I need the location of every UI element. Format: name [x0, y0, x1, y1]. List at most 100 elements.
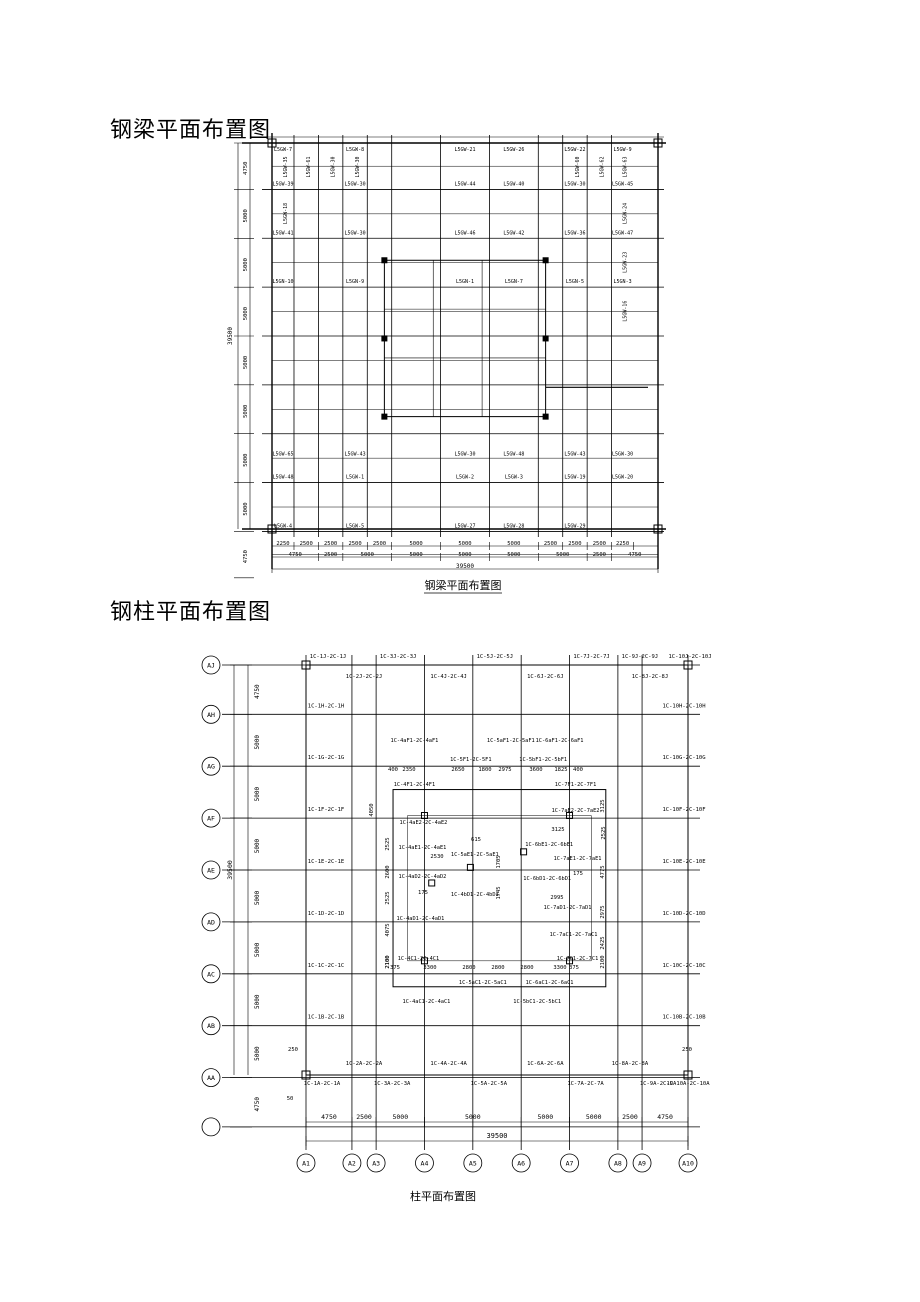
- inner-dim-value: 2100: [600, 955, 606, 968]
- row-axis-label: AB: [207, 1022, 215, 1030]
- beam-label: L5GW-27: [454, 523, 475, 529]
- beam-label: L5GN-3: [614, 279, 632, 285]
- inner-column-label: 1C-7F1-2C-7F1: [555, 782, 596, 788]
- column-label: 1C-7J-2C-7J: [573, 654, 609, 660]
- inner-column: [566, 957, 574, 965]
- dim-value: 5000: [586, 1113, 602, 1121]
- dim-value: 2500: [593, 541, 606, 547]
- column-mark: [381, 257, 388, 264]
- beam-label: L5GW-43: [345, 452, 366, 458]
- column-label: 1C-9A-2C-9A: [640, 1081, 677, 1087]
- inner-dim-value: 375: [569, 965, 579, 971]
- column-label: 1C-1H-2C-1H: [308, 703, 344, 709]
- beam-label: L5GW-36: [564, 230, 585, 236]
- dim-value: 5000: [410, 541, 423, 547]
- dim-value: 5000: [410, 552, 423, 558]
- atrium-outline: [392, 789, 607, 988]
- dim-value: 5000: [458, 541, 471, 547]
- inner-column-label: 1C-6aC1-2C-6aC1: [526, 980, 574, 986]
- beam-label: L5GW-43: [564, 452, 585, 458]
- dim-value: 5000: [538, 1113, 554, 1121]
- column-mark: [542, 257, 549, 264]
- inner-dim-value: 250: [682, 1047, 692, 1053]
- beam-label: L5GN-7: [505, 279, 523, 285]
- axis-bubble: [201, 912, 221, 932]
- beam-label-vertical: L5GW-16: [623, 301, 629, 322]
- dim-value: 5000: [361, 552, 374, 558]
- column-label: 1C-1F-2C-1F: [308, 807, 344, 813]
- inner-dim-value: 250: [288, 1047, 298, 1053]
- column-mark: [542, 413, 549, 420]
- inner-column-label: 1C-4aE1-2C-4aE1: [399, 845, 447, 851]
- inner-column-label: 1C-6bD1-2C-6bD1: [523, 876, 571, 882]
- column-label: 1C-10F-2C-10F: [662, 807, 705, 813]
- beam-label-vertical: L5GW-61: [306, 156, 312, 177]
- dim-value: 5000: [392, 1113, 408, 1121]
- inner-column-label: 1C-5F1-2C-5F1: [450, 757, 491, 763]
- dim-value: 5000: [254, 1046, 261, 1061]
- column-label: 1C-4J-2C-4J: [430, 674, 466, 680]
- beam-label: L5GW-8: [346, 147, 364, 153]
- inner-column-label: 1C-5aF1-2C-5aF1: [487, 738, 535, 744]
- beam-label: L5GW-46: [454, 230, 475, 236]
- beam-label: L5GN-9: [346, 279, 364, 285]
- beam-label-vertical: L5GW-60: [575, 156, 581, 177]
- beam-label: L5GW-29: [564, 523, 585, 529]
- column-label: 1C-10C-2C-10C: [662, 963, 705, 969]
- inner-dim-value: 2650: [451, 767, 464, 773]
- dim-total-vertical: 39500: [226, 860, 234, 880]
- corner-column: [653, 524, 663, 534]
- inner-dim-value: 2525: [601, 826, 607, 839]
- dim-value: 4750: [628, 552, 641, 558]
- column-label: 1C-10J-2C-10J: [668, 654, 711, 660]
- corner-column: [683, 1070, 693, 1080]
- inner-dim-value: 2800: [491, 965, 504, 971]
- axis-bubble: [201, 756, 221, 776]
- beam-label: L5GW-41: [272, 230, 293, 236]
- dim-value: 2500: [373, 541, 386, 547]
- axis-bubble: [342, 1153, 362, 1173]
- axis-bubble: [201, 1068, 221, 1087]
- inner-dim-value: 2600: [385, 865, 391, 878]
- inner-column-label: 1C-7aE2-2C-7aE2: [552, 808, 600, 814]
- beam-label-vertical: L5GW-23: [623, 252, 629, 273]
- column-axis-label: A6: [517, 1160, 525, 1168]
- column-label: 1C-5J-2C-5J: [477, 654, 513, 660]
- column-label: 1C-8A-2C-8A: [612, 1061, 649, 1067]
- dim-value: 5000: [507, 541, 520, 547]
- corner-column: [267, 524, 277, 534]
- beam-label: L5GW-44: [454, 181, 475, 187]
- inner-column-label: 1C-5aC1-2C-5aC1: [459, 980, 507, 986]
- inner-column-label: 1C-5aE1-2C-5aE1: [451, 852, 499, 858]
- beam-label: L5GW-7: [274, 147, 292, 153]
- inner-dim-value: 1705: [496, 855, 502, 868]
- inner-dim-value: 2800: [462, 965, 475, 971]
- beam-label: L5GW-48: [503, 452, 524, 458]
- row-axis-label: AF: [207, 815, 215, 823]
- column-label: 1C-10D-2C-10D: [662, 911, 705, 917]
- dim-value: 5000: [254, 994, 261, 1009]
- beam-label: L5GW-20: [612, 475, 633, 481]
- inner-dim-value: 2525: [385, 891, 391, 904]
- corner-column: [683, 660, 693, 670]
- column-label: 1C-6J-2C-6J: [527, 674, 563, 680]
- dim-value: 2500: [324, 552, 337, 558]
- inner-column-label: 1C-4F1-2C-4F1: [394, 782, 435, 788]
- beam-plan-caption: 钢梁平面布置图: [425, 578, 502, 592]
- inner-dim-value: 2100: [385, 955, 391, 968]
- corner-column: [267, 138, 277, 148]
- beam-label: L5GW-48: [272, 475, 293, 481]
- column-label: 1C-10G-2C-10G: [662, 755, 705, 761]
- inner-dim-value: 3600: [529, 767, 542, 773]
- inner-dim-value: 3300: [423, 965, 436, 971]
- dim-value: 2500: [348, 541, 361, 547]
- inner-dim-value: 2530: [430, 854, 443, 860]
- axis-bubble: [201, 1016, 221, 1036]
- inner-column-label: 1C-4aD1-2C-4aD1: [397, 916, 445, 922]
- inner-column-label: 1C-5bC1-2C-5bC1: [513, 999, 561, 1005]
- beam-label: L5GW-26: [503, 147, 524, 153]
- corner-column: [653, 138, 663, 148]
- inner-column: [420, 812, 428, 820]
- dim-value: 5000: [243, 209, 249, 222]
- column-mark: [381, 413, 388, 420]
